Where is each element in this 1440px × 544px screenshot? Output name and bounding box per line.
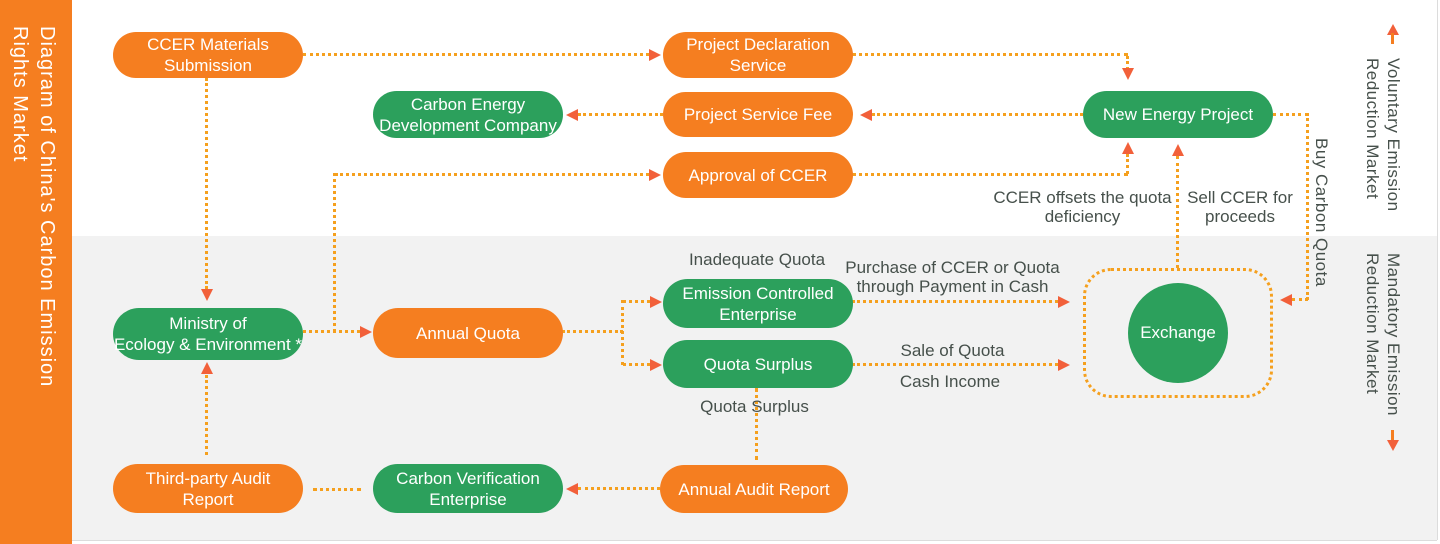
down-arrow-stem: [1391, 430, 1394, 441]
node-project-service-fee-label: Project Service Fee: [683, 105, 833, 124]
node-annual-audit-label: Annual Audit Report: [678, 479, 830, 499]
connector-surplus-to-audit: [755, 388, 758, 460]
exchange-dotted-frame: [1083, 268, 1273, 398]
label-sell-ccer: Sell CCER for proceeds: [1187, 188, 1293, 226]
node-ccer-materials-submission: CCER Materials Submission: [113, 32, 303, 78]
label-buy-carbon-quota: Buy Carbon Quota: [1312, 138, 1331, 287]
connector-ministry-riser: [333, 173, 336, 332]
page-title-line1: Diagram of China's Carbon Emission: [36, 26, 58, 388]
node-ministry-label: Ministry of Ecology & Environment *: [113, 314, 303, 354]
label-ccer-offsets: CCER offsets the quota deficiency: [993, 188, 1172, 226]
connector-approval-to-newenergy-h: [852, 173, 1128, 176]
arrowhead-into-emission-controlled: [650, 296, 662, 308]
arrowhead-into-annualquota: [360, 326, 372, 338]
connector-buyquota-h-bottom: [1292, 298, 1308, 301]
node-carbon-energy-development-company: Carbon Energy Development Company: [373, 91, 563, 138]
arrowhead-into-quota-surplus: [650, 359, 662, 371]
node-new-energy-project: New Energy Project: [1083, 91, 1273, 138]
label-inadequate-quota: Inadequate Quota: [688, 250, 826, 269]
page-title: Diagram of China's Carbon Emission Right…: [6, 26, 60, 387]
bottom-edge-divider: [72, 540, 1437, 541]
connector-riser-to-approval: [335, 173, 649, 176]
page-title-line2: Rights Market: [9, 26, 31, 163]
arrowhead-into-ministry-bottom: [201, 362, 213, 374]
node-annual-quota: Annual Quota: [373, 308, 563, 358]
node-carbon-energy-label: Carbon Energy Development Company: [379, 94, 557, 135]
up-arrow-head: [1387, 24, 1399, 35]
label-sale-of-quota: Sale of Quota: [900, 341, 1005, 360]
node-annual-quota-label: Annual Quota: [416, 323, 520, 343]
connector-buyquota-h-top: [1273, 113, 1308, 116]
node-quota-surplus-label: Quota Surplus: [703, 354, 813, 374]
connector-declaration-to-newenergy-v: [1126, 56, 1129, 70]
connector-exchange-to-newenergy: [1176, 156, 1179, 268]
down-arrow-icon: [1387, 430, 1399, 451]
connector-thirdparty-to-ministry: [205, 375, 208, 455]
label-mandatory-line2: Reduction Market: [1363, 253, 1382, 395]
connector-servicefee-to-carbonenergy: [578, 113, 663, 116]
node-ccer-materials-label: CCER Materials Submission: [147, 35, 269, 75]
arrowhead-into-exchange-right: [1280, 294, 1292, 306]
node-ministry-of-ecology: Ministry of Ecology & Environment *: [113, 308, 303, 360]
arrowhead-into-newenergy-bottom-left: [1122, 142, 1134, 154]
connector-ministry-to-quota: [303, 330, 360, 333]
node-project-service-fee: Project Service Fee: [663, 92, 853, 137]
label-mandatory-line1: Mandatory Emission: [1384, 253, 1403, 417]
node-annual-audit-report: Annual Audit Report: [660, 465, 848, 513]
connector-audit-to-verification: [578, 487, 660, 490]
node-third-party-audit-report: Third-party Audit Report: [113, 464, 303, 513]
right-edge-divider: [1437, 0, 1438, 540]
node-third-party-audit-label: Third-party Audit Report: [145, 468, 271, 509]
connector-verification-to-thirdparty: [313, 488, 361, 491]
connector-split-to-surplus: [623, 363, 650, 366]
connector-approval-to-newenergy-v: [1126, 154, 1129, 174]
arrowhead-into-newenergy-bottom-right: [1172, 144, 1184, 156]
connector-buyquota-v: [1306, 113, 1309, 300]
connector-newenergy-to-servicefee: [872, 113, 1083, 116]
node-carbon-verification-enterprise: Carbon Verification Enterprise: [373, 464, 563, 513]
arrowhead-purchase-into-exchange: [1058, 296, 1070, 308]
node-emission-controlled-enterprise: Emission Controlled Enterprise: [663, 279, 853, 328]
label-voluntary-line2: Reduction Market: [1363, 58, 1382, 200]
connector-quota-split-v: [621, 300, 624, 365]
label-mandatory-market: Mandatory Emission Reduction Market: [1362, 253, 1404, 416]
label-voluntary-market: Voluntary Emission Reduction Market: [1362, 58, 1404, 212]
connector-purchase-line: [852, 300, 1058, 303]
node-quota-surplus: Quota Surplus: [663, 340, 853, 388]
node-project-declaration-service: Project Declaration Service: [663, 32, 853, 78]
down-arrow-head: [1387, 440, 1399, 451]
node-carbon-verification-label: Carbon Verification Enterprise: [396, 468, 540, 509]
connector-quota-split-stub: [562, 330, 623, 333]
arrowhead-into-approval: [649, 169, 661, 181]
arrowhead-into-newenergy-top: [1122, 68, 1134, 80]
connector-split-to-emission: [623, 300, 650, 303]
arrowhead-into-declaration: [649, 49, 661, 61]
label-cash-income: Cash Income: [899, 372, 1001, 391]
node-project-declaration-label: Project Declaration Service: [686, 35, 830, 75]
connector-declaration-to-newenergy-h: [852, 53, 1128, 56]
arrowhead-into-verification: [566, 483, 578, 495]
node-emission-controlled-label: Emission Controlled Enterprise: [682, 283, 834, 324]
node-new-energy-project-label: New Energy Project: [1102, 105, 1254, 124]
label-voluntary-line1: Voluntary Emission: [1384, 58, 1403, 212]
node-approval-label: Approval of CCER: [688, 165, 828, 185]
label-quota-surplus: Quota Surplus: [700, 397, 809, 416]
node-exchange: Exchange: [1128, 283, 1228, 383]
arrowhead-into-servicefee: [860, 109, 872, 121]
arrowhead-sale-into-exchange: [1058, 359, 1070, 371]
label-purchase: Purchase of CCER or Quota through Paymen…: [845, 258, 1060, 296]
arrowhead-into-ministry-top: [201, 289, 213, 301]
connector-sale-line: [852, 363, 1058, 366]
title-bar: Diagram of China's Carbon Emission Right…: [0, 0, 72, 544]
node-exchange-label: Exchange: [1140, 323, 1216, 342]
connector-ccer-to-ministry: [205, 78, 208, 289]
up-arrow-icon: [1387, 24, 1399, 44]
connector-ccer-to-declaration: [303, 53, 649, 56]
up-arrow-stem: [1391, 33, 1394, 44]
node-approval-of-ccer: Approval of CCER: [663, 152, 853, 198]
arrowhead-into-carbonenergy: [566, 109, 578, 121]
